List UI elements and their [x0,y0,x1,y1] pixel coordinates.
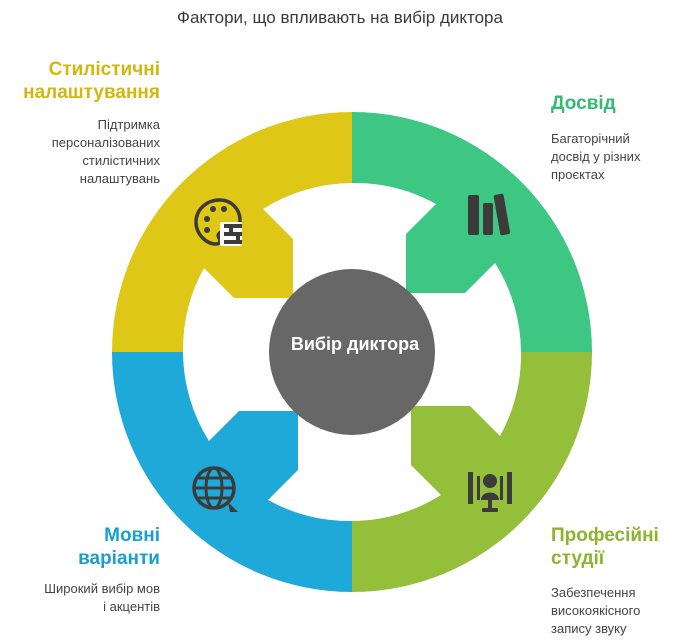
palette-icon [194,198,242,246]
diagram-title: Фактори, що впливають на вибір диктора [177,8,503,27]
experience-description: Багаторічний досвід у різних проєктах [551,131,641,182]
professional-studios-label: Професійні студії [551,525,659,569]
experience-label: Досвід [551,93,616,114]
segment-language-options [112,352,352,592]
studio-microphone-icon [468,472,512,512]
style-settings-label: Стилістичні налаштування [23,59,160,103]
center-hub [269,269,435,435]
style-settings-description: Підтримка персоналізованих стилістичних … [51,117,160,186]
center-label: Вибір диктора [290,334,420,354]
language-options-description: Широкий вибір мов і акцентів [44,581,160,614]
books-icon [468,193,511,236]
globe-chat-icon [192,466,238,512]
language-options-label: Мовні варіанти [78,525,160,569]
professional-studios-description: Забезпечення високоякісного запису звуку [551,585,641,636]
